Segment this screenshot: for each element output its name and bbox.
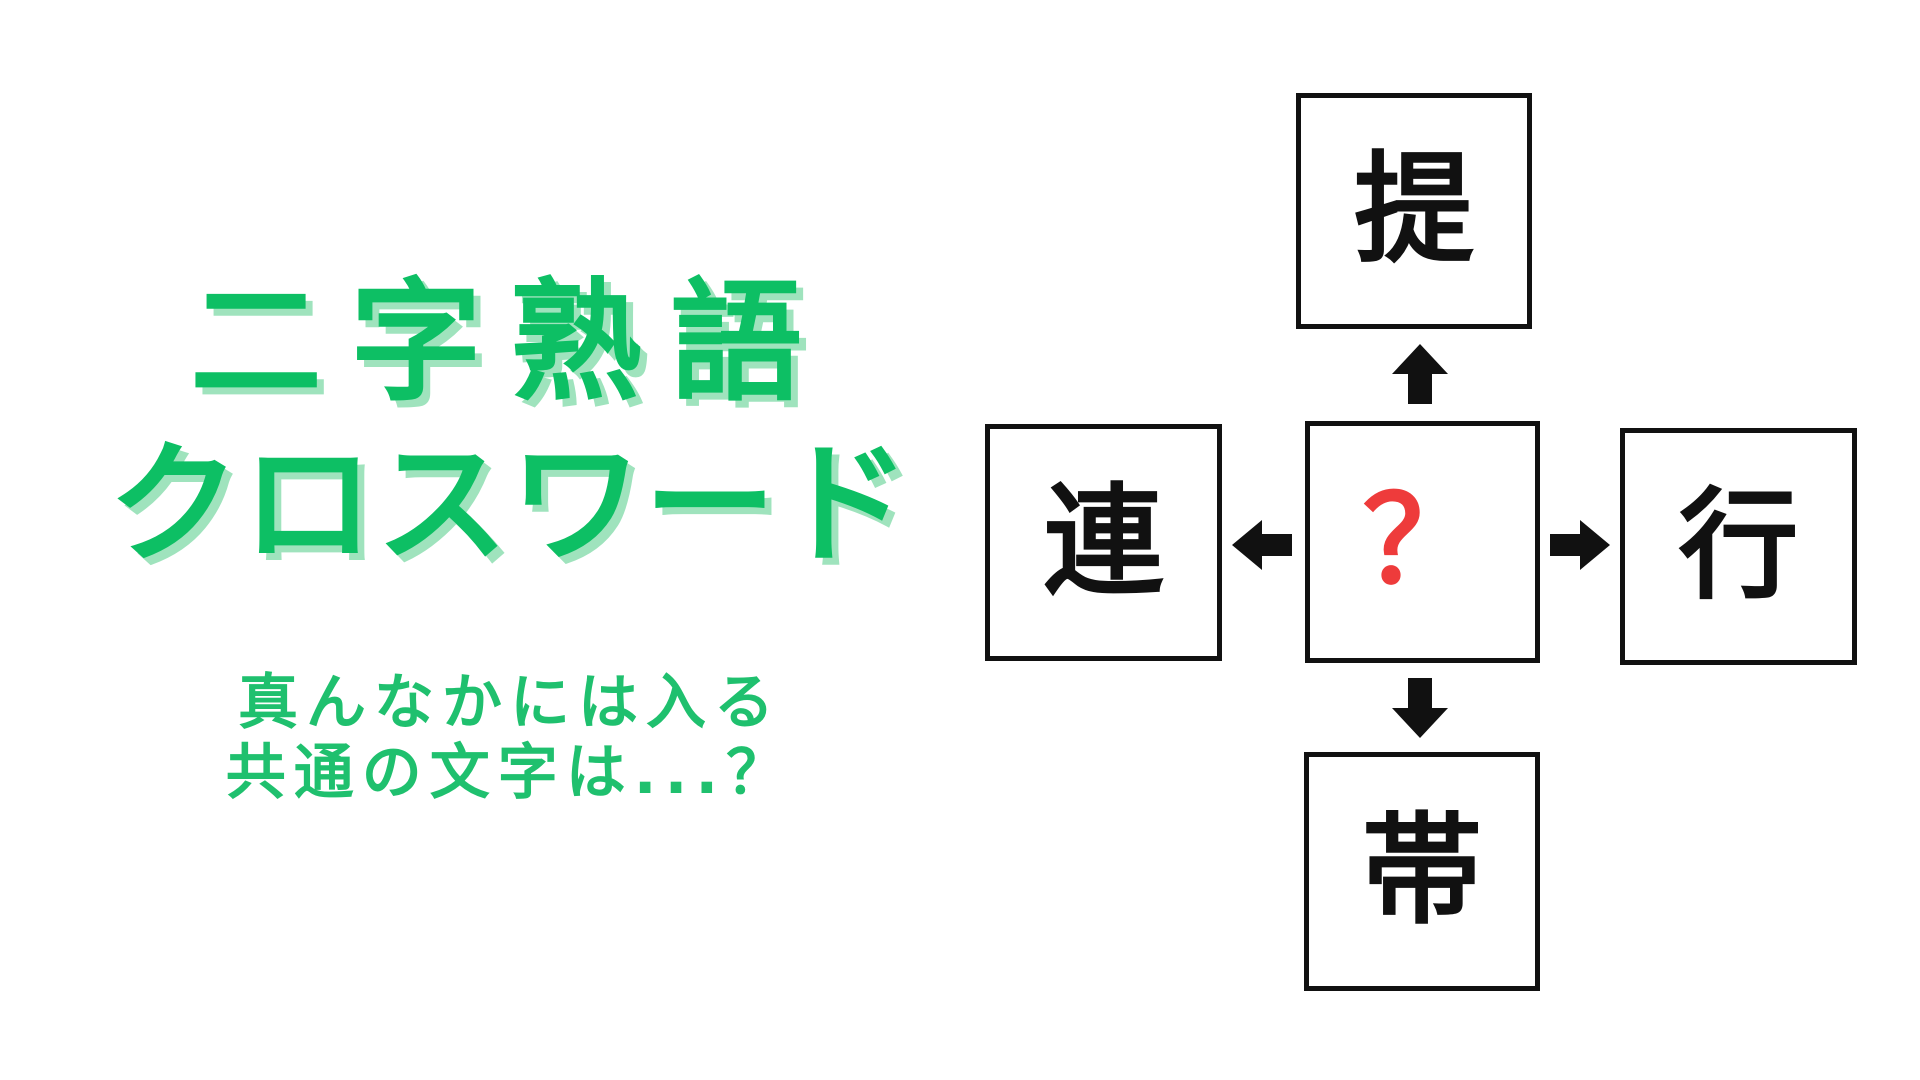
question-mark: ？ <box>1362 472 1483 611</box>
arrow-down-icon <box>1390 676 1450 740</box>
title-line-2: クロスワード <box>108 428 912 582</box>
clue-box-top: 提 <box>1296 93 1532 329</box>
clue-char-right: 行 <box>1678 476 1799 616</box>
clue-char-bottom: 帯 <box>1362 801 1482 941</box>
clue-box-bottom: 帯 <box>1304 752 1540 991</box>
clue-char-left: 連 <box>1043 472 1164 612</box>
arrow-left-icon <box>1230 518 1294 572</box>
clue-char-top: 提 <box>1354 141 1474 280</box>
answer-box-center[interactable]: ？ <box>1305 421 1540 663</box>
subtitle-line-2: 共通の文字は...？ <box>225 738 795 808</box>
arrow-right-icon <box>1548 518 1612 572</box>
arrow-up-icon <box>1390 342 1450 406</box>
title-line-1: 二字熟語 <box>190 266 830 420</box>
clue-box-right: 行 <box>1620 428 1857 665</box>
subtitle-line-1: 真んなかには入る <box>238 668 782 738</box>
clue-box-left: 連 <box>985 424 1222 661</box>
